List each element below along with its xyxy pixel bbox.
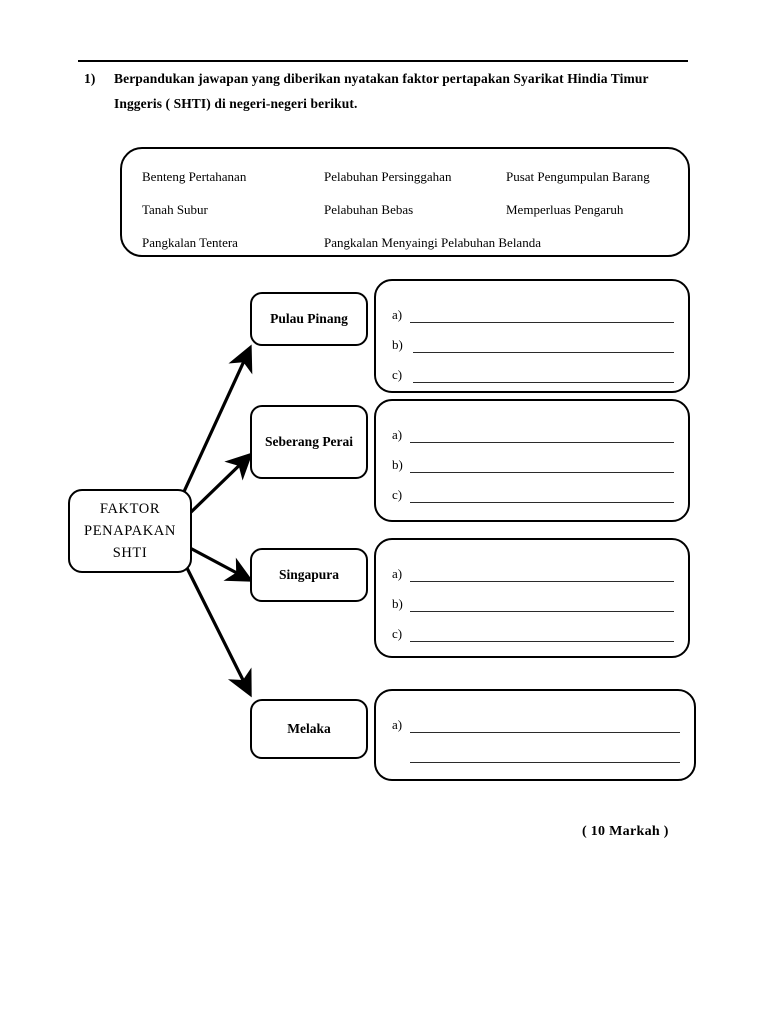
answer-blank[interactable] xyxy=(410,459,674,473)
state-box-pulau-pinang: Pulau Pinang xyxy=(250,292,368,346)
word-bank-item: Pangkalan Tentera xyxy=(142,235,238,250)
answer-label: b) xyxy=(392,457,403,472)
answer-label: c) xyxy=(392,367,403,382)
word-bank-item: Pelabuhan Persinggahan xyxy=(324,169,452,184)
state-box-melaka: Melaka xyxy=(250,699,368,759)
arrow-to-melaka xyxy=(184,565,252,698)
answer-line[interactable]: c) xyxy=(392,353,674,383)
arrow-to-seberang-perai xyxy=(185,452,253,518)
center-node: FAKTOR PENAPAKAN SHTI xyxy=(68,489,192,573)
answer-label: a) xyxy=(392,566,403,581)
word-bank-item: Benteng Pertahanan xyxy=(142,169,247,184)
word-bank-item: Memperluas Pengaruh xyxy=(506,202,624,217)
word-bank-item: Pangkalan Menyaingi Pelabuhan Belanda xyxy=(324,235,541,250)
answer-line-continuation[interactable] xyxy=(392,733,680,763)
answer-line[interactable]: c) xyxy=(392,473,674,503)
answer-label: c) xyxy=(392,487,403,502)
state-label: Singapura xyxy=(278,567,340,582)
arrow-to-singapura xyxy=(189,546,254,582)
answer-box-pulau-pinang[interactable]: a) b) c) xyxy=(374,279,690,393)
answer-label: a) xyxy=(392,307,403,322)
answer-label: c) xyxy=(392,626,403,641)
answer-lines: a) b) c) xyxy=(392,293,674,383)
state-label: Melaka xyxy=(287,721,331,736)
state-box-singapura: Singapura xyxy=(250,548,368,602)
word-bank-grid: Benteng Pertahanan Pelabuhan Persinggaha… xyxy=(134,161,680,250)
answer-blank[interactable] xyxy=(410,719,680,733)
word-bank-row: Benteng Pertahanan Pelabuhan Persinggaha… xyxy=(134,169,680,189)
answer-lines: a) b) c) xyxy=(392,552,674,642)
word-bank-row: Tanah Subur Pelabuhan Bebas Memperluas P… xyxy=(134,202,680,222)
answer-label: a) xyxy=(392,427,403,442)
answer-label: a) xyxy=(392,717,403,732)
answer-line[interactable]: b) xyxy=(392,582,674,612)
word-bank: Benteng Pertahanan Pelabuhan Persinggaha… xyxy=(120,147,690,257)
answer-lines: a) xyxy=(392,703,680,763)
answer-label: b) xyxy=(392,337,403,352)
answer-line[interactable]: a) xyxy=(392,703,680,733)
state-label: Pulau Pinang xyxy=(270,311,348,326)
marks-label: ( 10 Markah ) xyxy=(582,824,669,839)
answer-lines: a) b) c) xyxy=(392,413,674,503)
answer-box-singapura[interactable]: a) b) c) xyxy=(374,538,690,658)
answer-blank[interactable] xyxy=(410,309,674,323)
answer-blank[interactable] xyxy=(413,369,674,383)
answer-line[interactable]: a) xyxy=(392,293,674,323)
answer-line[interactable]: a) xyxy=(392,413,674,443)
question-number: 1) xyxy=(84,71,96,86)
answer-box-melaka[interactable]: a) xyxy=(374,689,696,781)
answer-blank[interactable] xyxy=(410,489,674,503)
answer-blank[interactable] xyxy=(410,598,674,612)
word-bank-item: Tanah Subur xyxy=(142,202,208,217)
answer-box-seberang-perai[interactable]: a) b) c) xyxy=(374,399,690,522)
question-block: 1) Berpandukan jawapan yang diberikan ny… xyxy=(84,66,694,116)
word-bank-item: Pusat Pengumpulan Barang xyxy=(506,169,650,184)
answer-blank[interactable] xyxy=(410,749,680,763)
answer-line[interactable]: b) xyxy=(392,323,674,353)
answer-blank[interactable] xyxy=(410,568,674,582)
answer-label: b) xyxy=(392,596,403,611)
state-label: Seberang Perai xyxy=(264,434,354,449)
answer-blank[interactable] xyxy=(410,429,674,443)
word-bank-row: Pangkalan Tentera Pangkalan Menyaingi Pe… xyxy=(134,235,680,255)
arrow-to-pulau-pinang xyxy=(180,344,253,497)
answer-blank[interactable] xyxy=(410,628,674,642)
header-divider xyxy=(78,60,688,62)
answer-line[interactable]: a) xyxy=(392,552,674,582)
center-node-label: FAKTOR PENAPAKAN SHTI xyxy=(84,501,176,561)
answer-line[interactable]: c) xyxy=(392,612,674,642)
word-bank-item: Pelabuhan Bebas xyxy=(324,202,414,217)
answer-blank[interactable] xyxy=(413,339,674,353)
state-box-seberang-perai: Seberang Perai xyxy=(250,405,368,479)
question-text: Berpandukan jawapan yang diberikan nyata… xyxy=(114,71,649,111)
answer-line[interactable]: b) xyxy=(392,443,674,473)
